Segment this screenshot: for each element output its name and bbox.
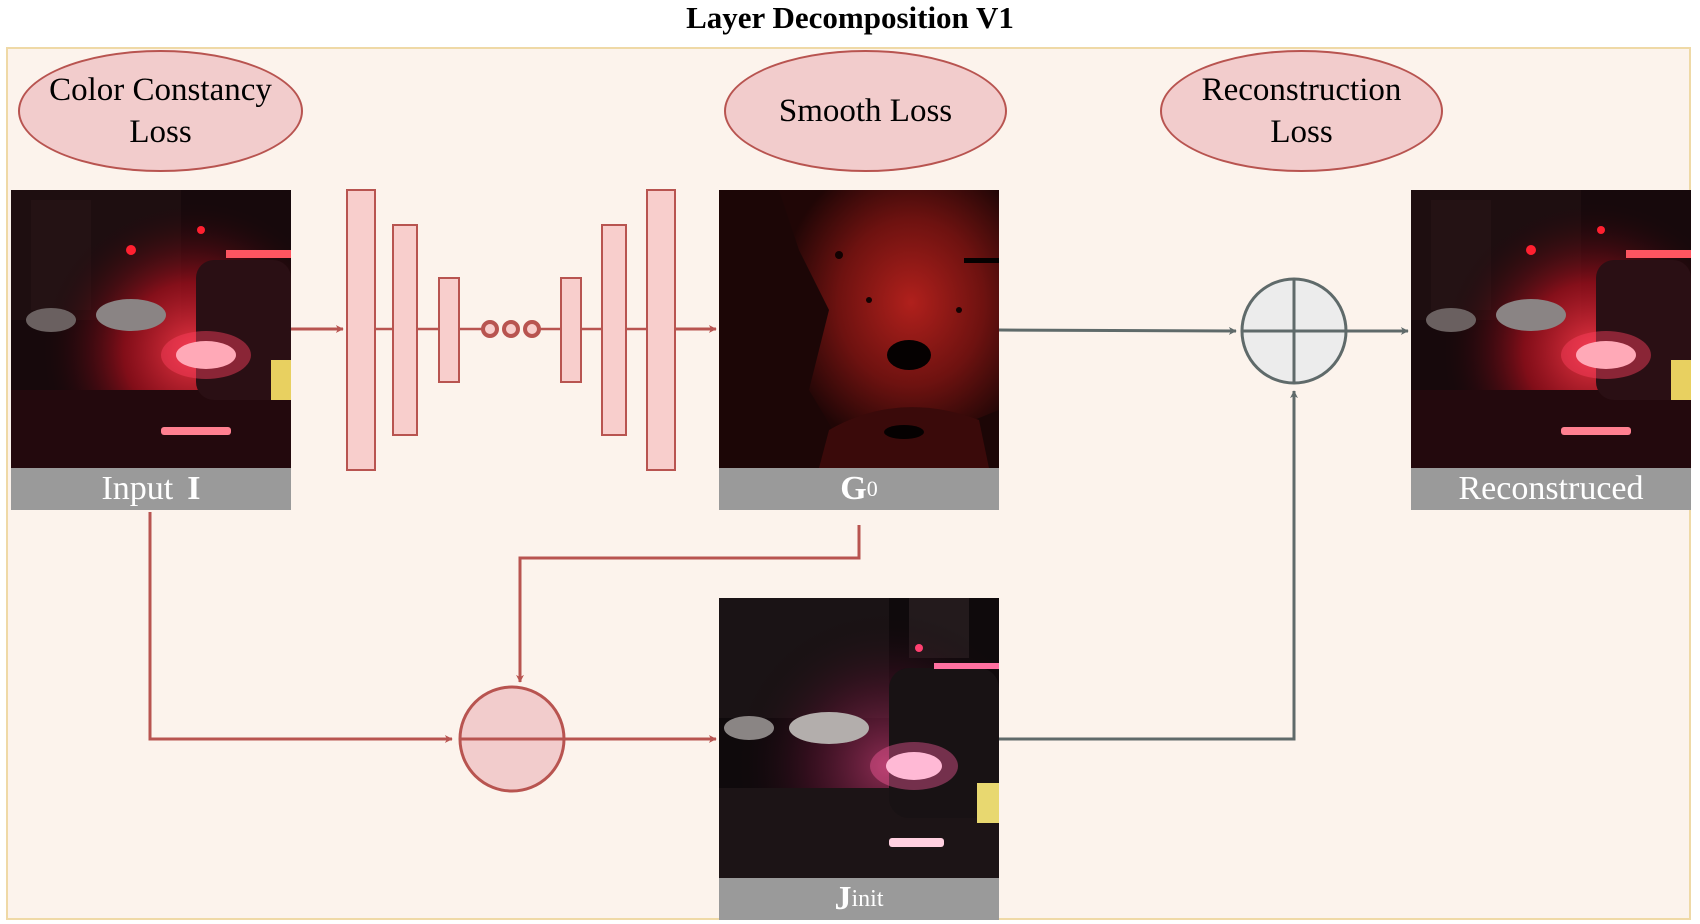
circle-plus-icon — [1240, 277, 1348, 385]
encoder-layer-2 — [392, 224, 418, 436]
smooth-loss: Smooth Loss — [724, 50, 1007, 172]
g0-caption-symbol: G — [840, 470, 867, 507]
reconstruction-loss-line2: Loss — [1270, 114, 1333, 150]
encoder-layer-3 — [438, 277, 460, 383]
jinit-to-adder-arrow — [999, 390, 1298, 741]
g0-caption-subscript: 0 — [866, 476, 878, 501]
input-image — [11, 190, 291, 468]
input-caption-label: Input — [101, 470, 174, 507]
reconstruction-loss: Reconstruction Loss — [1160, 50, 1443, 172]
encoder-layer-1 — [346, 189, 376, 471]
jinit-caption-symbol: J — [834, 880, 852, 917]
g0-to-multiplier-arrow — [516, 525, 861, 683]
g0-image — [719, 190, 999, 468]
input-caption-symbol: I — [187, 470, 201, 507]
circle-minus-icon — [458, 685, 566, 793]
three-dots-icon — [481, 320, 541, 338]
decoder-layer-1 — [560, 277, 582, 383]
diagram-title: Layer Decomposition V1 — [686, 0, 1014, 35]
reconstruction-loss-line1: Reconstruction — [1201, 72, 1402, 108]
jinit-caption-subscript: init — [851, 885, 884, 912]
input-caption: Input I — [11, 468, 291, 510]
smooth-loss-label: Smooth Loss — [778, 93, 953, 129]
reconstructed-caption: Reconstruced — [1411, 468, 1691, 510]
color-constancy-loss-line2: Loss — [129, 114, 192, 150]
reconstructed-image — [1411, 190, 1691, 468]
reconstructed-caption-label: Reconstruced — [1458, 470, 1644, 507]
g0-to-adder-arrow — [998, 326, 1237, 335]
input-to-multiplier-arrow — [148, 512, 453, 743]
jinit-image — [719, 598, 999, 878]
color-constancy-loss-line1: Color Constancy — [49, 72, 272, 108]
color-constancy-loss: Color Constancy Loss — [18, 50, 303, 172]
decoder-layer-2 — [601, 224, 627, 436]
decoder-layer-3 — [646, 189, 676, 471]
